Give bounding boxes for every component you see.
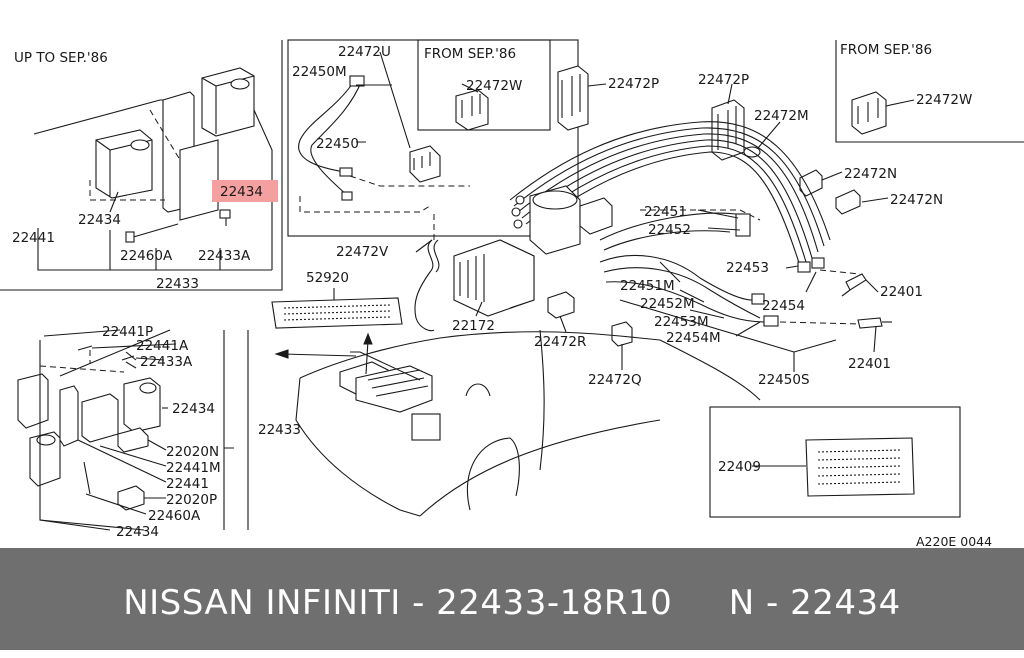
label-52920 [271,297,403,329]
distributor [511,185,613,255]
part-label: 22452M [640,296,695,312]
part-label: 22434 [172,401,215,417]
part-label: 22453 [726,260,769,276]
spark-plug-22401-b [857,317,892,329]
part-label: 22472W [466,78,522,94]
part-label: 22472P [698,72,749,88]
part-label: 22450M [292,64,347,80]
part-label: 22454M [666,330,721,346]
part-label: 22454 [762,298,805,314]
part-label: 22433A [140,354,193,370]
upto-frame [0,40,283,291]
harness-22450M [298,75,470,213]
part-label: 22434 [116,524,159,540]
part-label: 22409 [718,459,761,475]
clip-22472W-right [851,91,887,135]
diagram-code: A220E 0044 [916,534,992,548]
part-label: 22453M [654,314,709,330]
pointer-arrow [281,353,357,357]
part-label: 22441 [12,230,55,246]
part-label: 22401 [848,356,891,372]
clip-22472R [547,291,575,319]
footer-text: NISSAN INFINITI - 22433-18R10 N - 22434 [123,583,901,623]
part-label: 22441P [102,324,153,340]
part-label: 22472U [338,44,391,60]
right-from-frame [835,40,1024,143]
wire-22451M-22454M [599,254,779,327]
part-label: 22434 [78,212,121,228]
clip-22472U [409,145,441,183]
pointer-up [365,339,369,375]
part-label: 22472W [916,92,972,108]
part-label: 22433A [198,248,251,264]
part-label: 22460A [148,508,201,524]
part-label: 22441M [166,460,221,476]
part-label: 22472N [890,192,943,208]
part-label: 22472V [336,244,389,260]
part-label: 22472R [534,334,586,350]
part-label: 22472Q [588,372,642,388]
part-label: 22020P [166,492,217,508]
clip-22472N-a [799,169,823,197]
footer-banner: NISSAN INFINITI - 22433-18R10 N - 22434 [0,548,1024,650]
part-label: 22434 [220,184,263,200]
clip-22472Q [611,321,633,347]
lower-leader-lines [39,329,249,531]
clip-22472P-a [557,65,589,131]
part-label: 22472M [754,108,809,124]
sensor-22172 [453,239,535,317]
label-22409 [752,437,915,497]
spark-plug-22401-a [841,273,867,297]
note-up-to: UP TO SEP.'86 [14,50,108,66]
leader-lines [333,51,915,372]
part-label: 22472N [844,166,897,182]
pointer-up-head [363,332,373,345]
part-label: 22441A [136,338,189,354]
part-label: 22451 [644,204,687,220]
part-label: 22450 [316,136,359,152]
note-from-right: FROM SEP.'86 [840,42,932,58]
clip-22472W-center [455,89,489,131]
harness-frame [287,39,579,237]
part-label: 22441 [166,476,209,492]
strap-22472V [414,214,440,332]
part-label: 22433 [258,422,301,438]
part-label: 22452 [648,222,691,238]
part-label: 22401 [880,284,923,300]
part-label: 22460A [120,248,173,264]
note-from-center: FROM SEP.'86 [424,46,516,62]
car-outline [295,329,761,517]
part-label: 22451M [620,278,675,294]
upto-leader-lines [33,99,273,271]
part-label: 22172 [452,318,495,334]
part-label: 22020N [166,444,219,460]
part-label: 52920 [306,270,349,286]
part-label: 22433 [156,276,199,292]
highlight-box [212,180,278,202]
diagram-canvas: UP TO SEP.'86 FROM SEP.'86 FROM SEP.'86 … [0,39,1024,549]
lower-coil-assembly [17,329,161,531]
pointer-arrow-head [274,349,289,359]
clip-22472N-b [835,189,861,215]
part-label: 22450S [758,372,810,388]
parts-diagram: UP TO SEP.'86 FROM SEP.'86 FROM SEP.'86 … [0,39,1024,549]
upto-coil-assembly [89,67,255,243]
label-inset-frame [709,406,961,518]
part-label: 22472P [608,76,659,92]
